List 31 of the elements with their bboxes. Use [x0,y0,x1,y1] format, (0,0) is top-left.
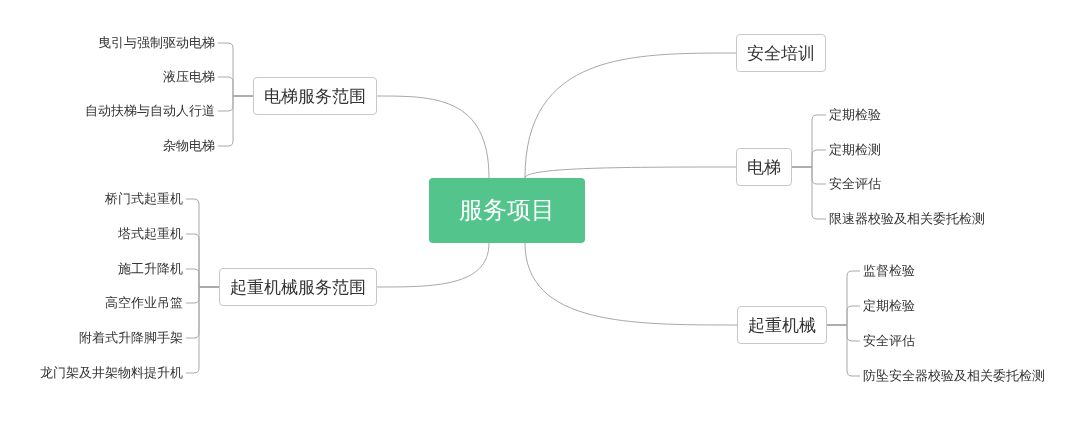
connector-line [524,242,738,326]
subtopic-text: 附着式升降脚手架 [79,330,183,346]
connector-line [524,166,737,179]
subtopic-text: 安全评估 [829,176,881,192]
subtopic-text: 液压电梯 [163,69,215,85]
subtopic-text: 桥门式起重机 [105,191,183,207]
subtopic-text: 龙门架及井架物料提升机 [40,365,183,381]
topic-box: 安全培训 [736,34,826,72]
subtopic-text: 定期检验 [863,298,915,314]
connector-line [524,52,737,179]
subtopic-text: 高空作业吊篮 [105,295,183,311]
connector-line [185,286,220,374]
central-topic-box: 服务项目 [429,177,585,243]
subtopic-text: 自动扶梯与自动人行道 [85,103,215,119]
topic-box: 起重机械 [737,306,827,344]
connector-line [376,242,490,288]
topic-box: 电梯服务范围 [253,77,377,115]
connector-line [376,95,490,179]
subtopic-text: 安全评估 [863,333,915,349]
topic-box: 电梯 [736,148,792,186]
topic-box: 起重机械服务范围 [219,268,377,306]
subtopic-text: 限速器校验及相关委托检测 [829,211,985,227]
subtopic-text: 防坠安全器校验及相关委托检测 [863,368,1045,384]
connector-line [791,166,827,220]
subtopic-text: 杂物电梯 [163,138,215,154]
subtopic-text: 施工升降机 [118,261,183,277]
subtopic-text: 塔式起重机 [118,226,183,242]
subtopic-text: 定期检测 [829,142,881,158]
subtopic-text: 监督检验 [863,263,915,279]
subtopic-text: 定期检验 [829,107,881,123]
subtopic-text: 曳引与强制驱动电梯 [98,35,215,51]
